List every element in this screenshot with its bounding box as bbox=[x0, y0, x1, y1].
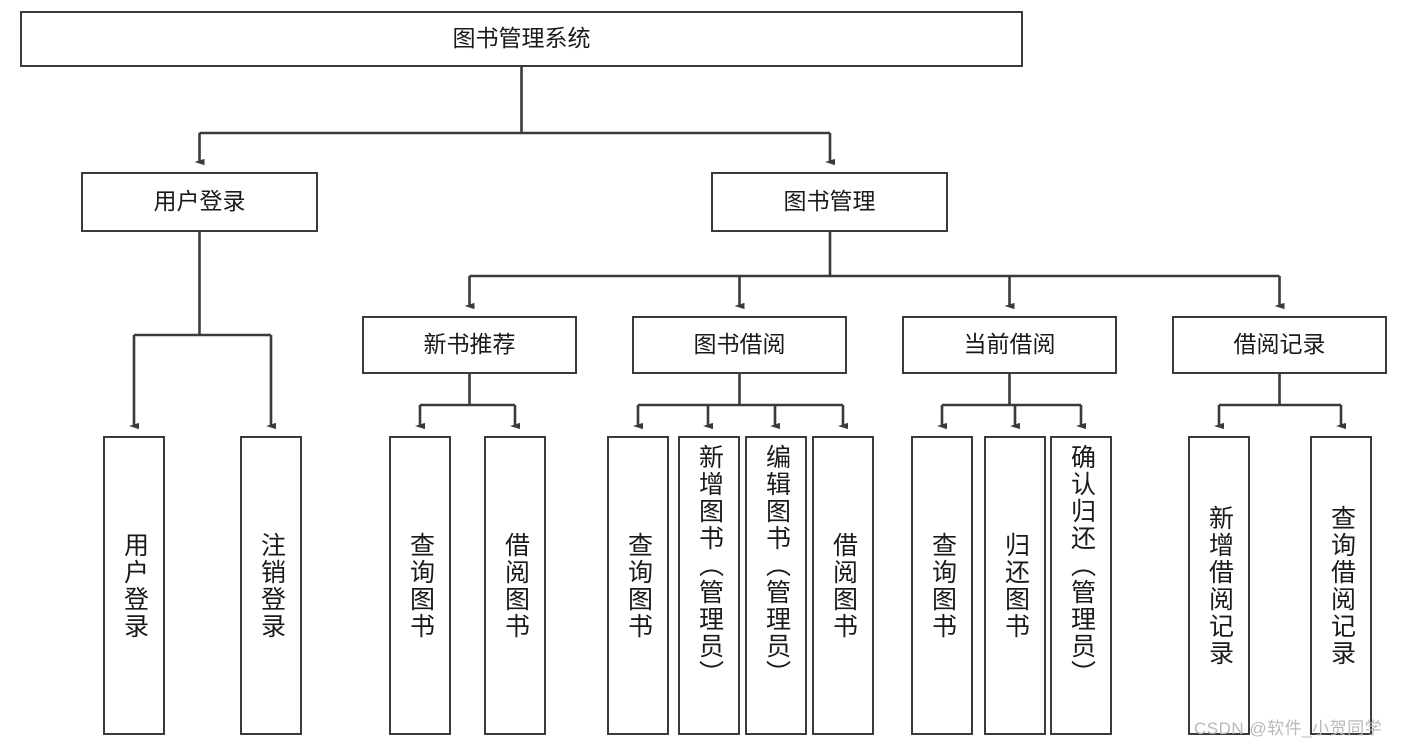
node-leaf-rec-borrow-label: 借阅图书 bbox=[501, 531, 530, 640]
node-leaf-cb-query[interactable]: 查询图书 bbox=[911, 436, 973, 735]
node-current-borrow-label: 当前借阅 bbox=[963, 331, 1056, 358]
node-leaf-bb-query[interactable]: 查询图书 bbox=[607, 436, 669, 735]
node-book-manage-label: 图书管理 bbox=[783, 188, 876, 215]
node-leaf-user-login-label: 用户登录 bbox=[120, 531, 149, 640]
node-new-book-rec[interactable]: 新书推荐 bbox=[362, 316, 577, 374]
node-book-borrow-label: 图书借阅 bbox=[693, 331, 786, 358]
node-leaf-br-add-label: 新增借阅记录 bbox=[1205, 504, 1234, 667]
node-borrow-record-label: 借阅记录 bbox=[1233, 331, 1326, 358]
node-leaf-user-logout[interactable]: 注销登录 bbox=[240, 436, 302, 735]
node-current-borrow[interactable]: 当前借阅 bbox=[902, 316, 1117, 374]
node-user-login-label: 用户登录 bbox=[153, 188, 246, 215]
node-user-login[interactable]: 用户登录 bbox=[81, 172, 318, 232]
node-leaf-cb-return[interactable]: 归还图书 bbox=[984, 436, 1046, 735]
node-book-borrow[interactable]: 图书借阅 bbox=[632, 316, 847, 374]
node-leaf-user-logout-label: 注销登录 bbox=[257, 531, 286, 640]
node-root[interactable]: 图书管理系统 bbox=[20, 11, 1023, 67]
node-leaf-rec-borrow[interactable]: 借阅图书 bbox=[484, 436, 546, 735]
node-leaf-bb-query-label: 查询图书 bbox=[624, 531, 653, 640]
node-leaf-cb-query-label: 查询图书 bbox=[928, 531, 957, 640]
node-leaf-bb-borrow-label: 借阅图书 bbox=[829, 531, 858, 640]
node-leaf-bb-edit[interactable]: 编辑图书（管理员） bbox=[745, 436, 807, 735]
node-leaf-bb-edit-label: 编辑图书（管理员） bbox=[762, 444, 791, 687]
node-leaf-cb-confirm-label: 确认归还（管理员） bbox=[1067, 444, 1096, 687]
node-leaf-bb-add[interactable]: 新增图书（管理员） bbox=[678, 436, 740, 735]
node-leaf-br-query[interactable]: 查询借阅记录 bbox=[1310, 436, 1372, 735]
node-leaf-br-add[interactable]: 新增借阅记录 bbox=[1188, 436, 1250, 735]
node-borrow-record[interactable]: 借阅记录 bbox=[1172, 316, 1387, 374]
node-book-manage[interactable]: 图书管理 bbox=[711, 172, 948, 232]
node-new-book-rec-label: 新书推荐 bbox=[423, 331, 516, 358]
node-leaf-bb-borrow[interactable]: 借阅图书 bbox=[812, 436, 874, 735]
node-leaf-user-login[interactable]: 用户登录 bbox=[103, 436, 165, 735]
node-leaf-rec-query-label: 查询图书 bbox=[406, 531, 435, 640]
node-leaf-cb-return-label: 归还图书 bbox=[1001, 531, 1030, 640]
node-leaf-cb-confirm[interactable]: 确认归还（管理员） bbox=[1050, 436, 1112, 735]
node-leaf-bb-add-label: 新增图书（管理员） bbox=[695, 444, 724, 687]
watermark: CSDN @软件_小贺同学 bbox=[1194, 719, 1383, 738]
node-root-label: 图书管理系统 bbox=[452, 25, 591, 52]
node-leaf-rec-query[interactable]: 查询图书 bbox=[389, 436, 451, 735]
node-leaf-br-query-label: 查询借阅记录 bbox=[1327, 504, 1356, 667]
